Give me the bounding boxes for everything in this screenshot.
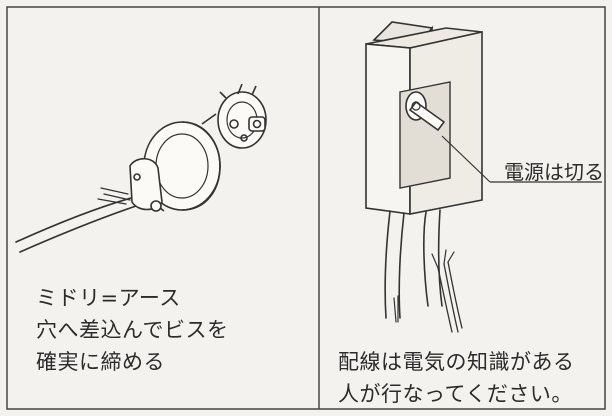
wiring-warning: 配線は電気の知識がある 人が行なってください。 — [338, 346, 575, 410]
caption-line: 穴へ差込んでビスを — [36, 318, 229, 342]
cable-illustration — [15, 187, 137, 253]
diagram-frame: ミドリ=アース 穴へ差込んでビスを 確実に締める 電源は切る 配線は電気の知識が… — [6, 6, 606, 410]
outer-border — [6, 6, 606, 410]
caption-line: 人が行なってください。 — [338, 382, 573, 406]
switch-box — [365, 21, 602, 215]
power-off-callout: 電源は切る — [504, 160, 604, 184]
diagram-drawing — [6, 6, 606, 410]
earth-wire-instructions: ミドリ=アース 穴へ差込んでビスを 確実に締める — [36, 282, 228, 378]
caption-line: 配線は電気の知識がある — [338, 350, 575, 374]
caption-line: 確実に締める — [36, 350, 165, 374]
caption-line: ミドリ=アース — [36, 286, 181, 310]
connector-body — [129, 121, 221, 212]
wire-conduits — [384, 209, 463, 333]
plug-head — [201, 83, 267, 149]
